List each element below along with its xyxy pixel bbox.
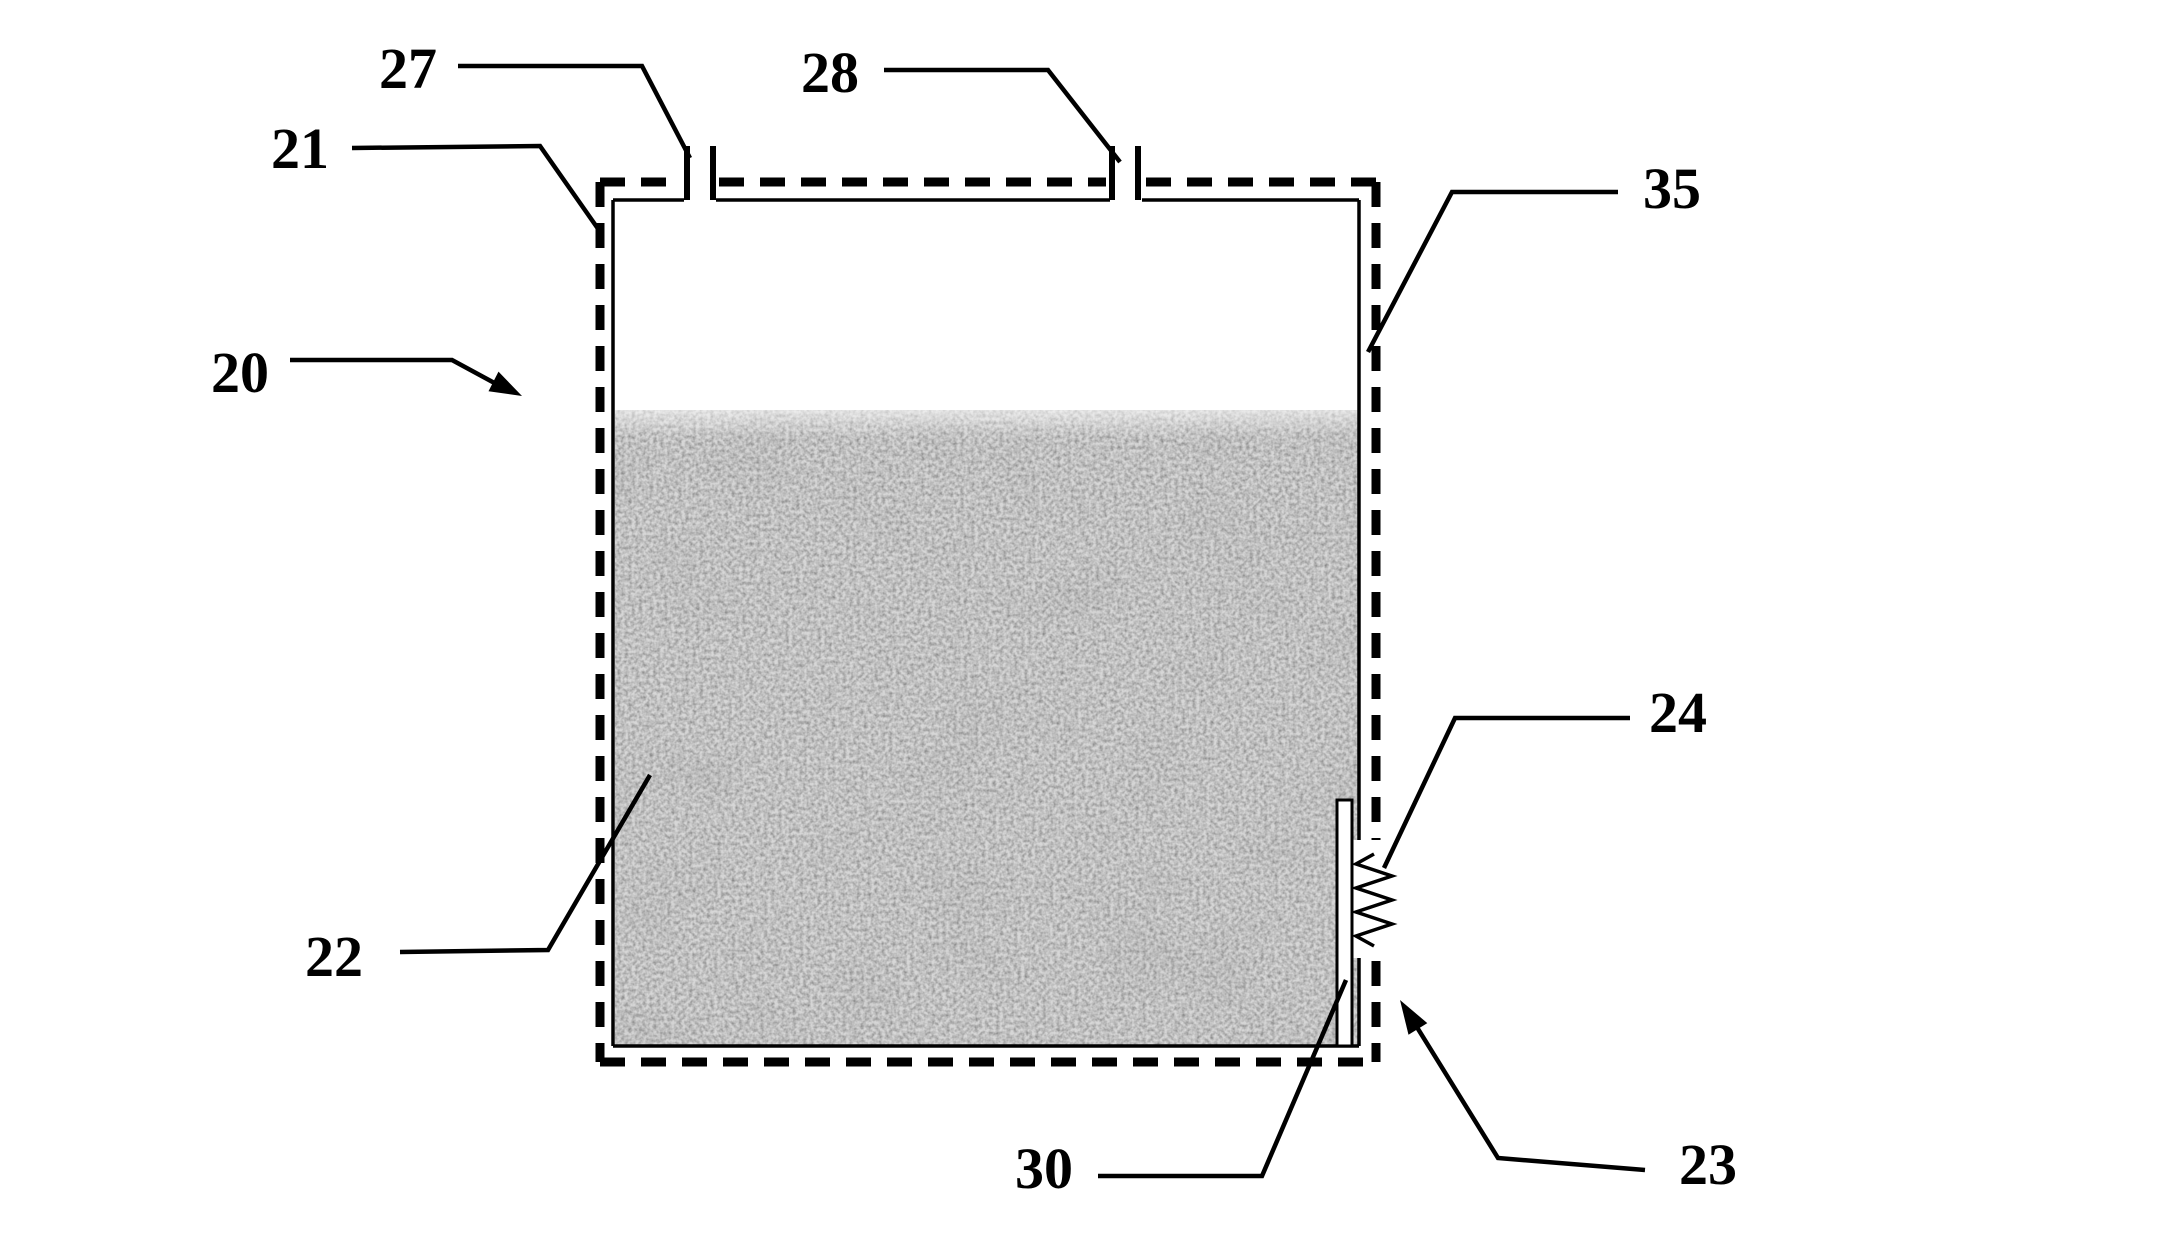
leader-line-21 (351, 143, 603, 235)
leader-line-20 (290, 357, 502, 388)
leader-line-30 (1098, 979, 1349, 1179)
container-inner-wall (611, 198, 1361, 1048)
leader-line-24 (1381, 715, 1630, 869)
leader-line-27 (458, 63, 692, 160)
fill-material-texture (615, 410, 1358, 1046)
strip-30 (1335, 798, 1354, 1048)
ref-label-24: 24 (1649, 680, 1707, 745)
ref-label-35: 35 (1643, 156, 1701, 221)
leader-line-22 (399, 773, 652, 955)
arrowhead-20 (488, 371, 522, 396)
container-dashed-border (595, 177, 1381, 1067)
leader-lines (290, 63, 1646, 1179)
leader-line-23 (1408, 1014, 1646, 1173)
ref-label-20: 20 (211, 340, 269, 405)
ref-label-30: 30 (1015, 1136, 1073, 1201)
ref-label-21: 21 (271, 116, 329, 181)
leader-line-35 (1366, 189, 1618, 354)
ref-label-27: 27 (379, 36, 437, 101)
ref-label-22: 22 (305, 924, 363, 989)
ref-label-23: 23 (1679, 1132, 1737, 1197)
arrowhead-23 (1400, 1000, 1428, 1035)
fill-material-rect (615, 410, 1358, 1046)
top-openings (684, 146, 1141, 200)
spring-24 (1350, 852, 1398, 948)
leader-line-28 (884, 67, 1122, 164)
ref-label-28: 28 (801, 40, 859, 105)
fill-top-fade (615, 410, 1358, 438)
